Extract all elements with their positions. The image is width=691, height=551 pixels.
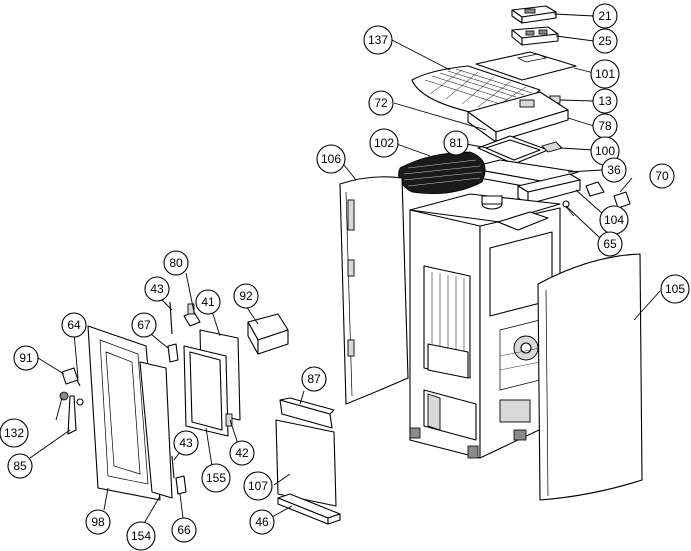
svg-text:104: 104 — [604, 213, 624, 227]
svg-text:91: 91 — [19, 351, 33, 365]
callout-46: 46 — [249, 509, 275, 535]
callout-137: 137 — [363, 25, 393, 55]
svg-text:46: 46 — [255, 515, 269, 529]
callout-92: 92 — [233, 283, 259, 309]
callout-155: 155 — [201, 463, 231, 493]
callout-102: 102 — [369, 128, 399, 158]
svg-text:70: 70 — [655, 169, 669, 183]
part-154-inner-panel — [139, 361, 173, 499]
callout-78: 78 — [592, 113, 618, 139]
callout-25: 25 — [592, 28, 618, 54]
callout-13: 13 — [592, 88, 618, 114]
part-105-right-panel — [537, 253, 643, 501]
callout-85: 85 — [7, 453, 33, 479]
part-21-lid-handle — [511, 5, 557, 24]
svg-text:81: 81 — [449, 136, 463, 150]
callout-72: 72 — [368, 90, 394, 116]
callout-87: 87 — [301, 366, 327, 392]
svg-text:67: 67 — [137, 318, 151, 332]
svg-text:132: 132 — [4, 426, 24, 440]
callout-81: 81 — [443, 130, 469, 156]
part-92-bracket — [247, 313, 289, 355]
callout-65: 65 — [597, 231, 623, 257]
callout-101: 101 — [590, 59, 620, 89]
callout-132: 132 — [0, 418, 29, 448]
part-101-top-cover — [475, 51, 577, 81]
part-46-base-rail — [277, 493, 341, 525]
svg-text:105: 105 — [665, 282, 685, 296]
callout-107: 107 — [243, 471, 273, 501]
callout-106: 106 — [316, 144, 346, 174]
stove-body — [409, 193, 561, 459]
svg-text:64: 64 — [67, 318, 81, 332]
callout-80: 80 — [163, 250, 189, 276]
svg-text:102: 102 — [374, 136, 394, 150]
part-42-glass-clip — [225, 413, 233, 427]
part-155-gasket-frame — [183, 345, 229, 437]
callout-36: 36 — [601, 157, 627, 183]
part-78-top-frame — [467, 91, 569, 143]
callout-91: 91 — [13, 345, 39, 371]
callout-105: 105 — [660, 274, 690, 304]
callout-21: 21 — [592, 3, 618, 29]
svg-text:72: 72 — [374, 96, 388, 110]
callout-42: 42 — [229, 440, 255, 466]
callout-64: 64 — [61, 312, 87, 338]
svg-text:98: 98 — [91, 515, 105, 529]
svg-text:85: 85 — [13, 459, 27, 473]
callout-41: 41 — [195, 289, 221, 315]
svg-text:36: 36 — [607, 163, 621, 177]
svg-text:43: 43 — [179, 436, 193, 450]
svg-text:41: 41 — [201, 295, 215, 309]
svg-text:137: 137 — [368, 33, 388, 47]
part-106-left-panel — [339, 176, 409, 405]
part-43-pin-upper — [169, 301, 173, 335]
svg-text:43: 43 — [150, 282, 164, 296]
part-102-grille — [398, 151, 486, 194]
part-91-handle-bracket — [61, 367, 79, 385]
part-43-pin-lower — [171, 455, 175, 479]
part-80-door-latch — [183, 303, 201, 327]
callout-104: 104 — [599, 205, 629, 235]
part-25-hinge-bracket — [511, 26, 559, 46]
callout-98: 98 — [85, 509, 111, 535]
callout-43-upper: 43 — [144, 276, 170, 302]
svg-text:154: 154 — [131, 529, 151, 543]
part-65-screw — [562, 200, 575, 217]
callout-66: 66 — [171, 517, 197, 543]
leader-lines — [29, 13, 661, 528]
svg-text:66: 66 — [177, 523, 191, 537]
svg-text:106: 106 — [321, 152, 341, 166]
part-81-hatch-frame — [477, 135, 549, 165]
part-67-hinge — [167, 343, 179, 363]
svg-text:155: 155 — [206, 471, 226, 485]
svg-text:78: 78 — [598, 119, 612, 133]
callout-67: 67 — [131, 312, 157, 338]
svg-text:80: 80 — [169, 256, 183, 270]
svg-text:25: 25 — [598, 34, 612, 48]
svg-text:101: 101 — [595, 67, 615, 81]
svg-text:42: 42 — [235, 446, 249, 460]
svg-text:92: 92 — [239, 289, 253, 303]
part-87-lower-trim — [279, 397, 335, 429]
svg-text:13: 13 — [598, 94, 612, 108]
svg-text:100: 100 — [595, 144, 615, 158]
part-107-lower-panel — [275, 419, 337, 507]
svg-text:107: 107 — [248, 479, 268, 493]
callout-154: 154 — [126, 521, 156, 551]
part-132-nut — [59, 391, 69, 401]
callout-43-lower: 43 — [173, 430, 199, 456]
part-70-side-bracket — [585, 181, 631, 209]
part-66-lower-hinge — [175, 475, 187, 495]
callout-70: 70 — [649, 163, 675, 189]
svg-text:65: 65 — [603, 237, 617, 251]
svg-text:87: 87 — [307, 372, 321, 386]
part-85-handle — [67, 395, 84, 435]
svg-text:21: 21 — [598, 9, 612, 23]
